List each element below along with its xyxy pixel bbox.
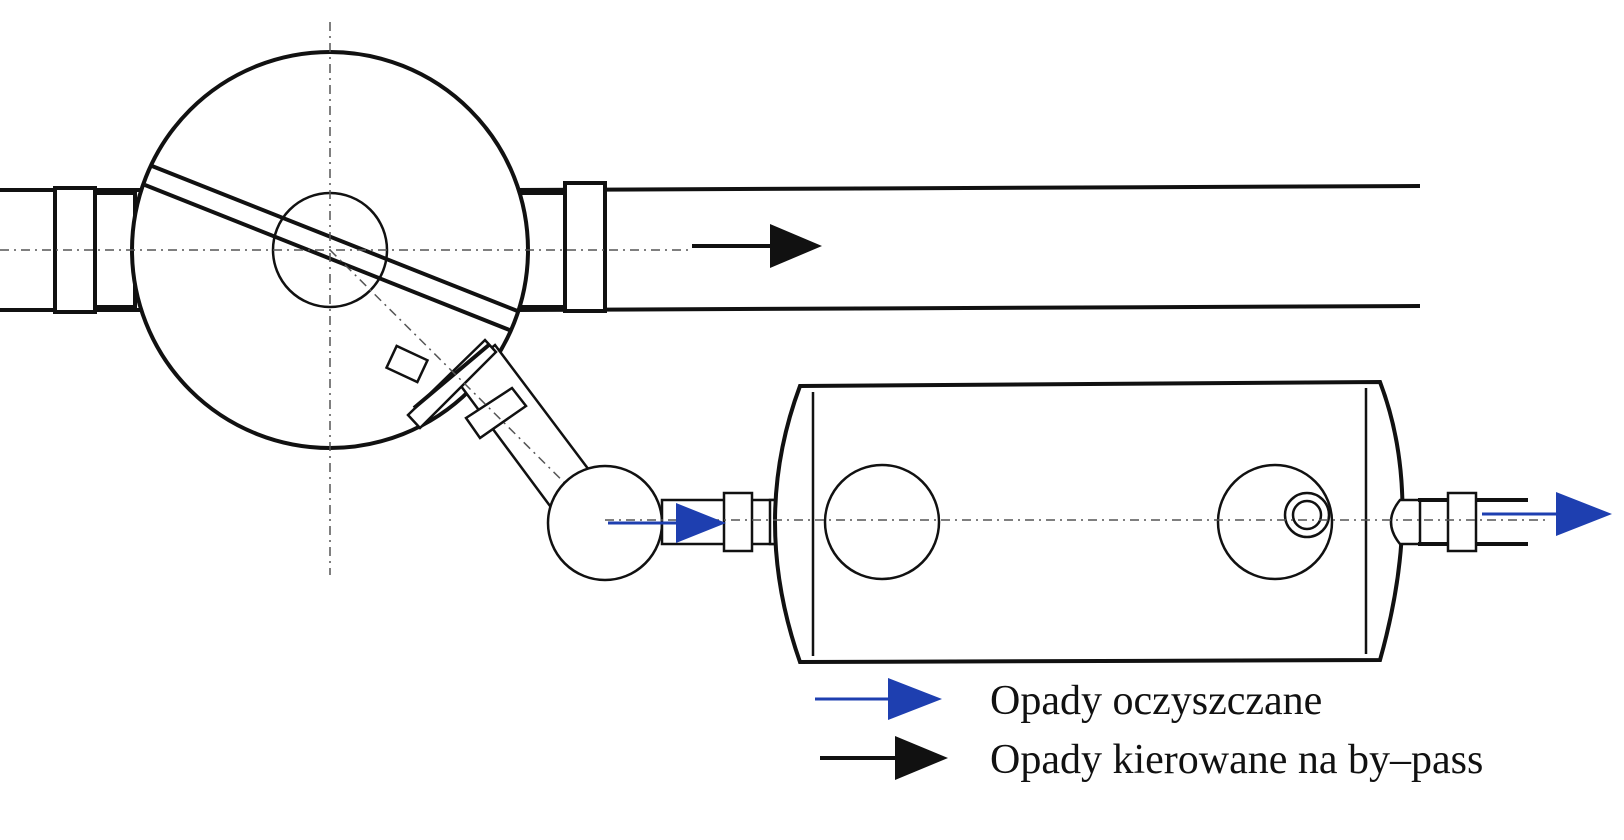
legend-item-bypass: Opady kierowane na by–pass: [820, 736, 1483, 783]
separator-inlet-coupling: [722, 491, 754, 553]
right-arrow-blue-icon: [815, 678, 942, 720]
separator-tank: [773, 379, 1405, 665]
bypass-pipe: [514, 181, 1421, 313]
sampling-port: [1283, 491, 1331, 539]
separator-outlet-coupling: [1446, 491, 1478, 553]
right-arrow-black-icon: [820, 736, 948, 780]
outlet-flange: [384, 344, 430, 384]
treated-flow-arrow-2: [1482, 492, 1612, 536]
bypass-flow-arrow: [692, 224, 822, 268]
legend-label-bypass: Opady kierowane na by–pass: [990, 737, 1483, 783]
sampling-port-inner: [1291, 499, 1323, 531]
legend-item-treated: Opady oczyszczane: [815, 678, 1322, 724]
bypass-coupling-2: [563, 181, 607, 313]
separator-manhole-outlet: [1216, 463, 1334, 581]
weir-plate: [151, 164, 521, 314]
legend: Opady oczyszczane Opady kierowane na by–…: [815, 678, 1483, 783]
separator-manhole-inlet: [823, 463, 941, 581]
treated-flow-arrow-1: [608, 503, 726, 543]
separator-outlet-pipe: [1389, 491, 1528, 553]
legend-label-treated: Opady oczyszczane: [990, 678, 1322, 724]
diagonal-coupling: [464, 386, 528, 440]
connecting-pipe: [329, 249, 606, 524]
